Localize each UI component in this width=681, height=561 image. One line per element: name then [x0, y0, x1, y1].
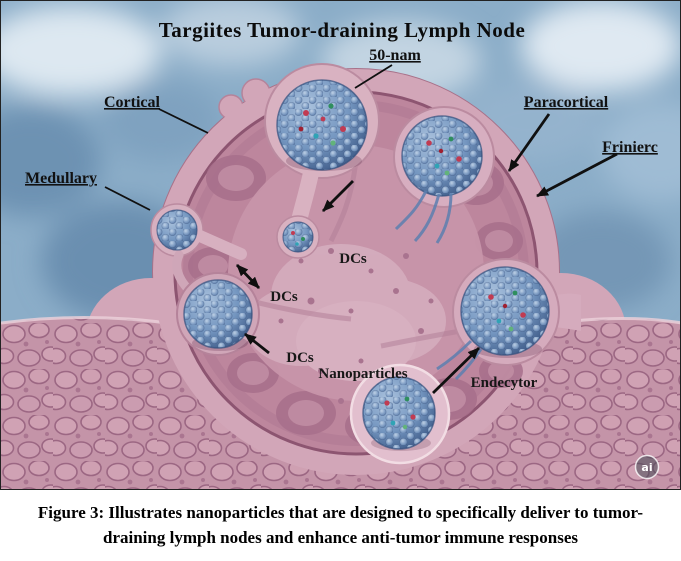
- label-medullary: Medullary: [25, 170, 97, 187]
- label-cortical: Cortical: [104, 94, 161, 111]
- arrow-paracortical: [507, 113, 551, 172]
- nanoparticle-cluster-left-large: [183, 279, 253, 351]
- drug-specks: [426, 136, 462, 176]
- label-dcs-lower: DCs: [286, 350, 314, 366]
- nanoparticle-cluster-top-right: [394, 115, 483, 244]
- nanoparticle-clusters: [150, 63, 581, 465]
- leader-lines: [104, 64, 393, 211]
- drug-specks: [298, 103, 346, 146]
- watermark-circle: [634, 454, 660, 480]
- nanoparticle-cluster-bottom: [362, 376, 436, 451]
- figure-caption: Figure 3: Illustrates nanoparticles that…: [0, 490, 681, 561]
- label-endecytor: Endecytor: [471, 375, 538, 391]
- arrow-to-small-cluster: [322, 180, 354, 212]
- leader-medullary: [104, 186, 151, 211]
- arrow-frinierc: [536, 152, 618, 198]
- nanoparticle-cluster-top: [276, 79, 368, 171]
- arrow-endecytor: [432, 346, 480, 395]
- lymph-node-illustration: Targiites Tumor-draining Lymph Node 50-n…: [1, 1, 680, 489]
- figure-title: Targiites Tumor-draining Lymph Node: [159, 18, 526, 42]
- figure-image: Targiites Tumor-draining Lymph Node 50-n…: [0, 0, 681, 490]
- cell-speckles: [278, 248, 434, 404]
- label-dcs-center: DCs: [339, 251, 367, 267]
- label-dcs-left: DCs: [270, 289, 298, 305]
- arrows: [235, 113, 618, 395]
- label-paracortical: Paracortical: [524, 94, 609, 111]
- nanoparticle-cluster-small-center: [282, 221, 314, 253]
- caption-text: Figure 3: Illustrates nanoparticles that…: [37, 502, 644, 547]
- leader-size: [354, 64, 393, 89]
- nanoparticle-cluster-left-small: [156, 209, 198, 251]
- label-size: 50-nam: [369, 47, 421, 64]
- watermark: ai: [634, 454, 660, 480]
- watermark-text: ai: [641, 461, 652, 474]
- drug-specks: [488, 290, 526, 332]
- tendrils: [394, 190, 453, 244]
- drug-specks: [384, 396, 416, 430]
- label-frinierc: Frinierc: [602, 139, 658, 156]
- label-nanoparticles: Nanoparticles: [318, 366, 407, 382]
- leader-cortical: [158, 108, 209, 134]
- double-arrow-dcs: [235, 264, 261, 289]
- sinus-channels: [250, 160, 462, 349]
- nanoparticle-cluster-right: [436, 266, 550, 381]
- arrow-to-left-cluster: [244, 332, 270, 355]
